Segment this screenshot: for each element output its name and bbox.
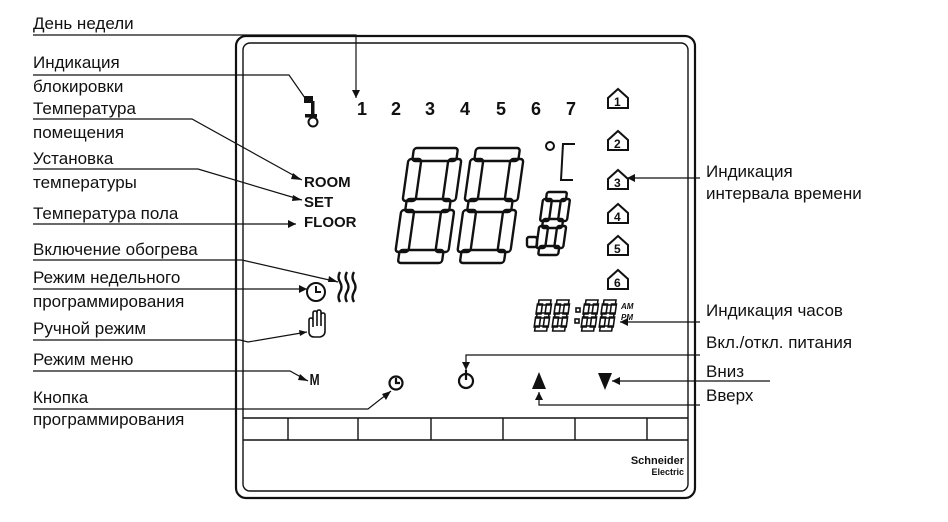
label-weekly-line1: Режим недельного bbox=[33, 268, 181, 287]
heat-waves-icon bbox=[337, 271, 357, 303]
brand-logo: Schneider Electric bbox=[600, 455, 684, 478]
label-room-temp-line1: Температура bbox=[33, 99, 136, 118]
day-number-4: 4 bbox=[460, 99, 471, 119]
temperature-digits bbox=[394, 146, 571, 265]
label-day-of-week: День недели bbox=[33, 14, 134, 33]
label-prog-button-line1: Кнопка bbox=[33, 388, 89, 407]
mode-room: ROOM bbox=[304, 174, 351, 191]
day-number-7: 7 bbox=[566, 99, 577, 119]
mode-set: SET bbox=[304, 194, 334, 211]
mode-floor: FLOOR bbox=[304, 214, 357, 231]
leader-arrowheads bbox=[288, 90, 635, 400]
clock-icon bbox=[306, 282, 326, 302]
celsius-symbol bbox=[545, 141, 575, 181]
label-floor-temp: Температура пола bbox=[33, 204, 179, 223]
day-number-3: 3 bbox=[425, 99, 436, 119]
brand-line1: Schneider bbox=[630, 455, 684, 467]
interval-number-4: 4 bbox=[614, 210, 621, 224]
label-down: Вниз bbox=[706, 362, 745, 381]
hand-icon bbox=[308, 309, 326, 338]
label-heating-on: Включение обогрева bbox=[33, 240, 198, 259]
triangle-down-icon bbox=[598, 373, 612, 390]
label-interval-line1: Индикация bbox=[706, 162, 793, 181]
day-number-6: 6 bbox=[531, 99, 542, 119]
label-lock-line2: блокировки bbox=[33, 77, 124, 96]
day-number-2: 2 bbox=[391, 99, 402, 119]
program-button-icon bbox=[388, 375, 404, 391]
label-manual: Ручной режим bbox=[33, 319, 147, 338]
label-up: Вверх bbox=[706, 386, 754, 405]
label-set-temp-line2: температуры bbox=[33, 173, 137, 192]
label-prog-button-line2: программирования bbox=[33, 410, 185, 429]
clock-pm: PM bbox=[621, 313, 633, 322]
interval-number-3: 3 bbox=[614, 176, 621, 190]
triangle-up-icon bbox=[532, 372, 546, 389]
interval-number-5: 5 bbox=[614, 242, 621, 256]
clock-digits bbox=[533, 299, 618, 332]
interval-number-1: 1 bbox=[614, 95, 621, 109]
label-power: Вкл./откл. питания bbox=[706, 333, 853, 352]
clock-am: AM bbox=[621, 302, 634, 311]
interval-number-6: 6 bbox=[614, 276, 621, 290]
device-inner-frame bbox=[242, 42, 689, 492]
label-clock: Индикация часов bbox=[706, 301, 843, 320]
label-menu: Режим меню bbox=[33, 350, 134, 369]
label-weekly-line2: программирования bbox=[33, 292, 185, 311]
label-room-temp-line2: помещения bbox=[33, 123, 125, 142]
day-number-1: 1 bbox=[357, 99, 368, 119]
key-icon bbox=[304, 96, 319, 128]
power-icon bbox=[457, 370, 475, 390]
label-set-temp-line1: Установка bbox=[33, 149, 114, 168]
label-interval-line2: интервала времени bbox=[706, 184, 862, 203]
menu-button[interactable]: M bbox=[309, 372, 320, 389]
button-strip-dividers bbox=[287, 418, 648, 440]
interval-number-2: 2 bbox=[614, 137, 621, 151]
interval-house-icons bbox=[607, 87, 629, 290]
label-lock-line1: Индикация bbox=[33, 53, 120, 72]
day-number-5: 5 bbox=[496, 99, 507, 119]
device-outer-frame bbox=[234, 34, 697, 500]
brand-line2: Electric bbox=[651, 467, 684, 477]
